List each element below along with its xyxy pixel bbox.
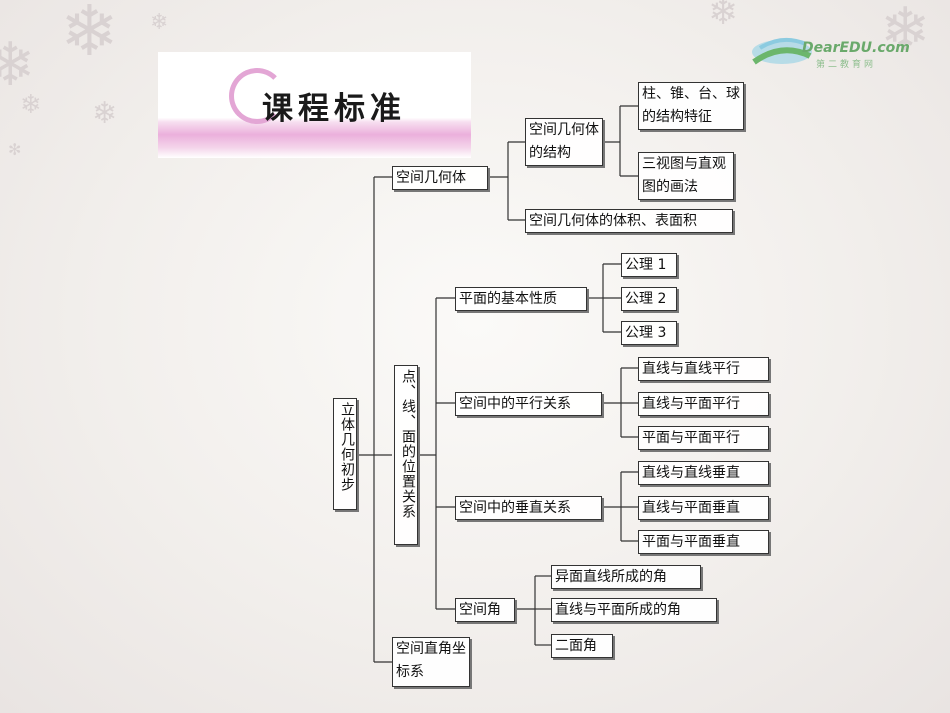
node-solid-structure: 空间几何体的结构	[525, 118, 603, 166]
node-axiom-1: 公理 1	[621, 253, 677, 277]
snowflake-decoration: ❄	[880, 0, 931, 65]
node-line-plane-perpendicular: 直线与平面垂直	[638, 496, 769, 520]
node-structure-features: 柱、锥、台、球的结构特征	[638, 82, 744, 130]
snowflake-decoration: ✻	[8, 140, 22, 159]
node-spatial-solid: 空间几何体	[392, 166, 488, 190]
node-axiom-2: 公理 2	[621, 287, 677, 311]
snowflake-decoration: ❄	[0, 30, 36, 100]
node-skew-lines-angle: 异面直线所成的角	[551, 565, 701, 589]
node-volume-area: 空间几何体的体积、表面积	[525, 209, 733, 233]
node-spatial-angle: 空间角	[455, 598, 515, 622]
node-perpendicular: 空间中的垂直关系	[455, 496, 602, 520]
node-plane-plane-parallel: 平面与平面平行	[638, 426, 769, 450]
node-position-relations: 点、线、面的位置关系	[394, 365, 418, 545]
logo-subtitle: 第二教育网	[816, 60, 877, 70]
node-line-line-parallel: 直线与直线平行	[638, 357, 769, 381]
logo-brand: DearEDU.com	[802, 40, 910, 56]
node-line-plane-parallel: 直线与平面平行	[638, 392, 769, 416]
node-parallel: 空间中的平行关系	[455, 392, 602, 416]
node-line-line-perpendicular: 直线与直线垂直	[638, 461, 769, 485]
header-ring-ornament	[229, 68, 285, 124]
snowflake-decoration: ❄	[60, 0, 119, 72]
node-axiom-3: 公理 3	[621, 321, 677, 345]
node-plane-properties: 平面的基本性质	[455, 287, 587, 311]
page-title: 课程标准	[262, 91, 406, 127]
snowflake-decoration: ❄	[708, 0, 739, 33]
node-dihedral-angle: 二面角	[551, 634, 613, 658]
node-three-views: 三视图与直观图的画法	[638, 152, 734, 200]
header-banner	[158, 52, 471, 158]
snowflake-decoration: ❄	[150, 10, 169, 35]
node-plane-plane-perpendicular: 平面与平面垂直	[638, 530, 769, 554]
dearedu-logo	[752, 37, 812, 65]
node-coordinate-system: 空间直角坐标系	[392, 637, 470, 687]
root-node: 立体几何初步	[333, 398, 357, 510]
node-line-plane-angle: 直线与平面所成的角	[551, 598, 717, 622]
snowflake-decoration: ❄	[20, 90, 42, 120]
snowflake-decoration: ❄	[92, 96, 118, 131]
